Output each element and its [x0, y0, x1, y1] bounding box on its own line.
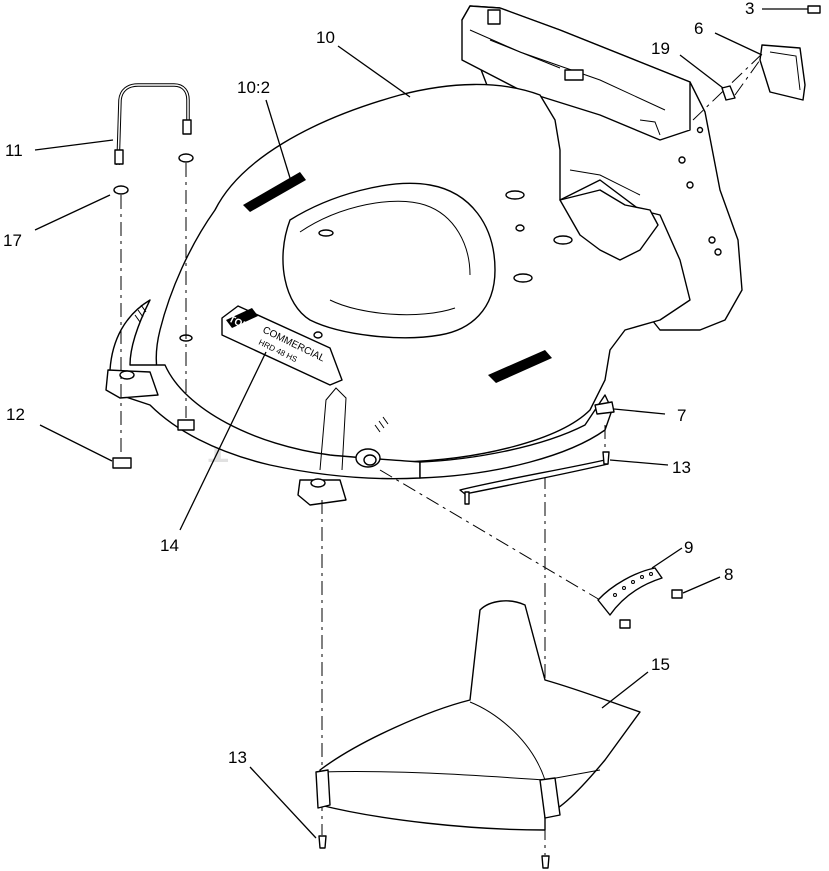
decal-warning-right	[488, 350, 552, 383]
nut-part-12b	[177, 419, 195, 431]
screw-part-13-lower	[318, 835, 327, 849]
washer-part-17	[113, 185, 129, 195]
washer-part-17b	[178, 153, 194, 163]
bolt-part-9-nut	[619, 619, 631, 629]
callout-10-2: 10:2	[237, 78, 270, 97]
callout-19: 19	[651, 39, 670, 58]
cover-plate-part-6	[759, 44, 806, 101]
callout-6: 6	[694, 19, 703, 38]
pivot-bolt	[355, 448, 381, 468]
bolt-part-8	[671, 589, 683, 599]
baffle-part-15	[315, 600, 641, 831]
screw-part-3	[807, 5, 821, 14]
mower-deck-housing	[105, 5, 743, 506]
callout-12: 12	[6, 405, 25, 424]
callout-15: 15	[651, 655, 670, 674]
callout-7: 7	[677, 406, 686, 425]
bail-rod-part-11	[114, 83, 192, 166]
height-plate-part-9	[597, 567, 663, 616]
screw-part-13-lower-b	[541, 855, 550, 869]
callout-3: 3	[745, 0, 754, 18]
nut-part-12	[112, 457, 132, 469]
screw-part-13-upper	[602, 451, 610, 465]
callout-10: 10	[316, 28, 335, 47]
decal-commercial: TORO COMMERCIAL HRD 48 HS	[221, 305, 343, 386]
callout-9: 9	[684, 538, 693, 557]
callout-8: 8	[724, 565, 733, 584]
callout-13-upper: 13	[672, 458, 691, 477]
callout-13-lower: 13	[228, 748, 247, 767]
callout-17: 17	[3, 231, 22, 250]
callout-14: 14	[160, 536, 179, 555]
leader-lines	[34, 8, 808, 839]
decal-warning-top	[243, 172, 306, 212]
callout-11: 11	[5, 141, 23, 160]
clip-part-19	[721, 85, 736, 101]
